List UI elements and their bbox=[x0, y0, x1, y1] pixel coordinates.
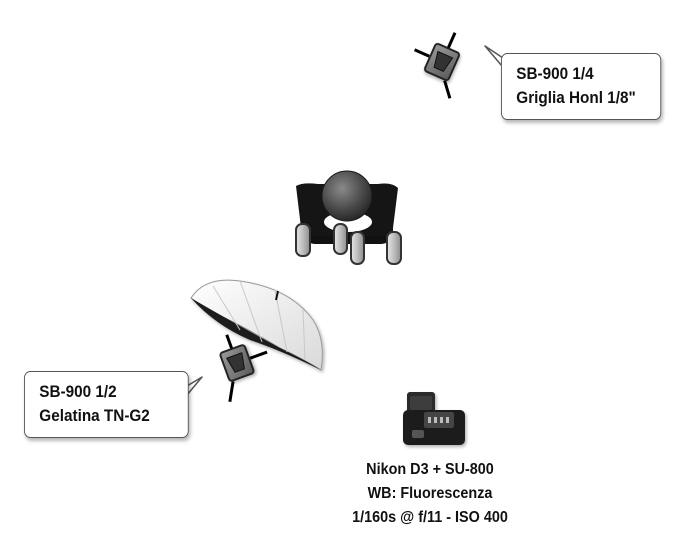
camera-exposure: 1/160s @ f/11 - ISO 400 bbox=[352, 509, 508, 526]
camera-icon bbox=[403, 392, 465, 445]
callout-left-tail bbox=[186, 376, 203, 396]
flash-left-icon bbox=[219, 334, 268, 403]
flash-top-icon bbox=[413, 32, 461, 99]
camera-model: Nikon D3 + SU-800 bbox=[366, 461, 494, 478]
flash-top-modifier: Griglia Honl 1/8" bbox=[516, 88, 636, 107]
camera-settings: Nikon D3 + SU-800 WB: Fluorescenza 1/160… bbox=[331, 458, 529, 530]
flash-left-modifier: Gelatina TN-G2 bbox=[39, 406, 150, 425]
subject-icon bbox=[295, 170, 402, 265]
callout-flash-top: SB-900 1/4 Griglia Honl 1/8" bbox=[501, 53, 662, 120]
camera-white-balance: WB: Fluorescenza bbox=[367, 485, 493, 502]
flash-top-power: SB-900 1/4 bbox=[516, 64, 594, 83]
callout-flash-left: SB-900 1/2 Gelatina TN-G2 bbox=[24, 371, 189, 438]
umbrella-icon bbox=[190, 279, 323, 371]
flash-left-power: SB-900 1/2 bbox=[39, 382, 117, 401]
